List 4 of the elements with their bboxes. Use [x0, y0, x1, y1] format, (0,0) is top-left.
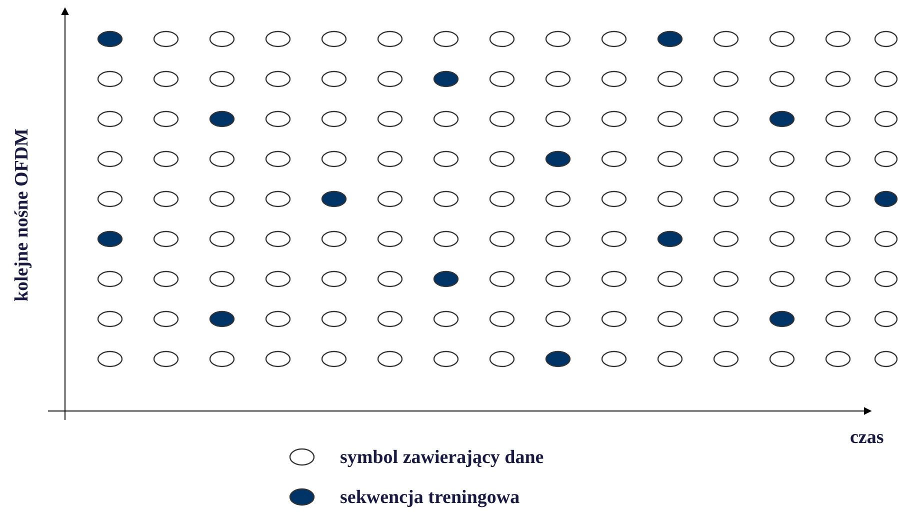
x-axis-label: czas — [850, 428, 884, 447]
y-axis-label: kolejne nośne OFDM — [12, 128, 32, 302]
legend-text: symbol zawierający dane — [340, 448, 544, 467]
legend-text: sekwencja treningowa — [340, 488, 520, 507]
